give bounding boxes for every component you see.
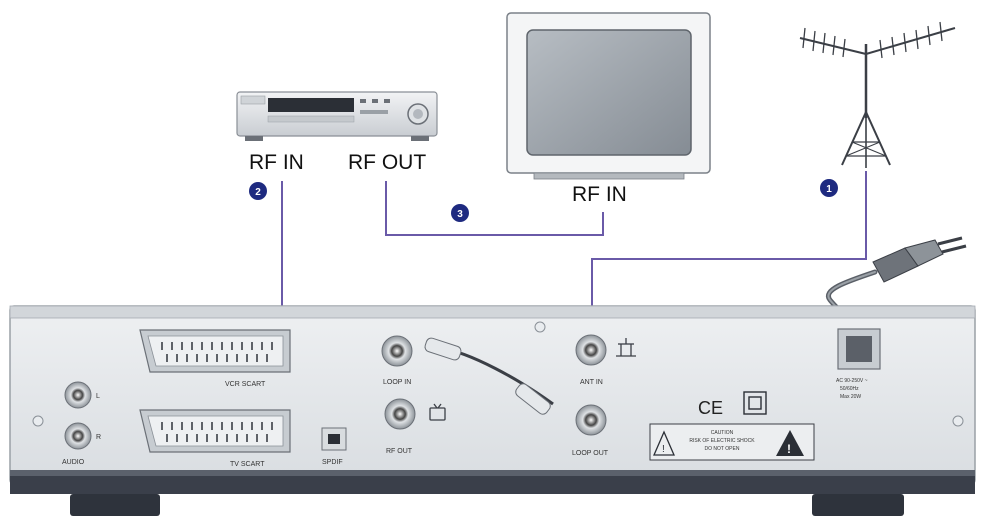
caution-line-1: CAUTION	[711, 430, 734, 436]
cable-vcr-to-tv	[385, 181, 604, 236]
loop-through-cable	[424, 337, 554, 415]
caution-label: ! ! CAUTION RISK OF ELECTRIC SHOCK DO NO…	[649, 423, 815, 461]
power-rating-2: 50/60Hz	[840, 386, 859, 392]
ce-mark: CE	[698, 398, 723, 418]
tv-icon	[429, 403, 446, 421]
vcr-device	[236, 91, 438, 141]
loop-in-jack	[381, 335, 413, 367]
cable-antenna	[591, 171, 867, 338]
television	[506, 12, 711, 180]
rf-out-label: RF OUT	[386, 448, 413, 455]
badge-3-text: 3	[457, 209, 463, 220]
audio-r-label: R	[96, 434, 101, 441]
power-rating-3: Max 20W	[840, 394, 861, 400]
vcr-rf-in-label: RF IN	[249, 151, 304, 174]
loop-out-label: LOOP OUT	[572, 450, 609, 457]
ant-in-label: ANT IN	[580, 379, 603, 386]
spdif-port	[321, 427, 347, 451]
spdif-label: SPDIF	[322, 459, 343, 466]
power-inlet	[837, 328, 881, 370]
tv-scart-label: TV SCART	[230, 461, 265, 468]
audio-r-jack	[64, 422, 92, 450]
double-insulation-icon	[743, 391, 767, 415]
power-rating-1: AC 90-250V ~	[836, 378, 868, 384]
loop-in-label: LOOP IN	[383, 379, 411, 386]
svg-text:!: !	[787, 442, 791, 456]
badge-2: 2	[249, 182, 267, 200]
svg-text:!: !	[662, 444, 665, 455]
badge-3: 3	[451, 204, 469, 222]
badge-1-text: 1	[826, 184, 832, 195]
ant-in-jack	[575, 334, 607, 366]
vcr-rf-out-label: RF OUT	[348, 151, 426, 174]
audio-label: AUDIO	[62, 459, 85, 466]
tv-rf-in-label: RF IN	[572, 183, 627, 206]
caution-line-2: RISK OF ELECTRIC SHOCK	[689, 438, 755, 444]
badge-1: 1	[820, 179, 838, 197]
badge-2-text: 2	[255, 187, 261, 198]
antenna-icon	[799, 21, 956, 168]
audio-l-jack	[64, 381, 92, 409]
rf-out-jack	[384, 398, 416, 430]
tv-scart-connector	[139, 409, 291, 453]
vcr-scart-connector	[139, 329, 291, 373]
caution-line-3: DO NOT OPEN	[705, 446, 740, 452]
loop-out-jack	[575, 404, 607, 436]
audio-l-label: L	[96, 393, 100, 400]
power-plug-icon	[825, 236, 967, 341]
vcr-scart-label: VCR SCART	[225, 381, 266, 388]
antenna-input-icon	[616, 338, 636, 357]
